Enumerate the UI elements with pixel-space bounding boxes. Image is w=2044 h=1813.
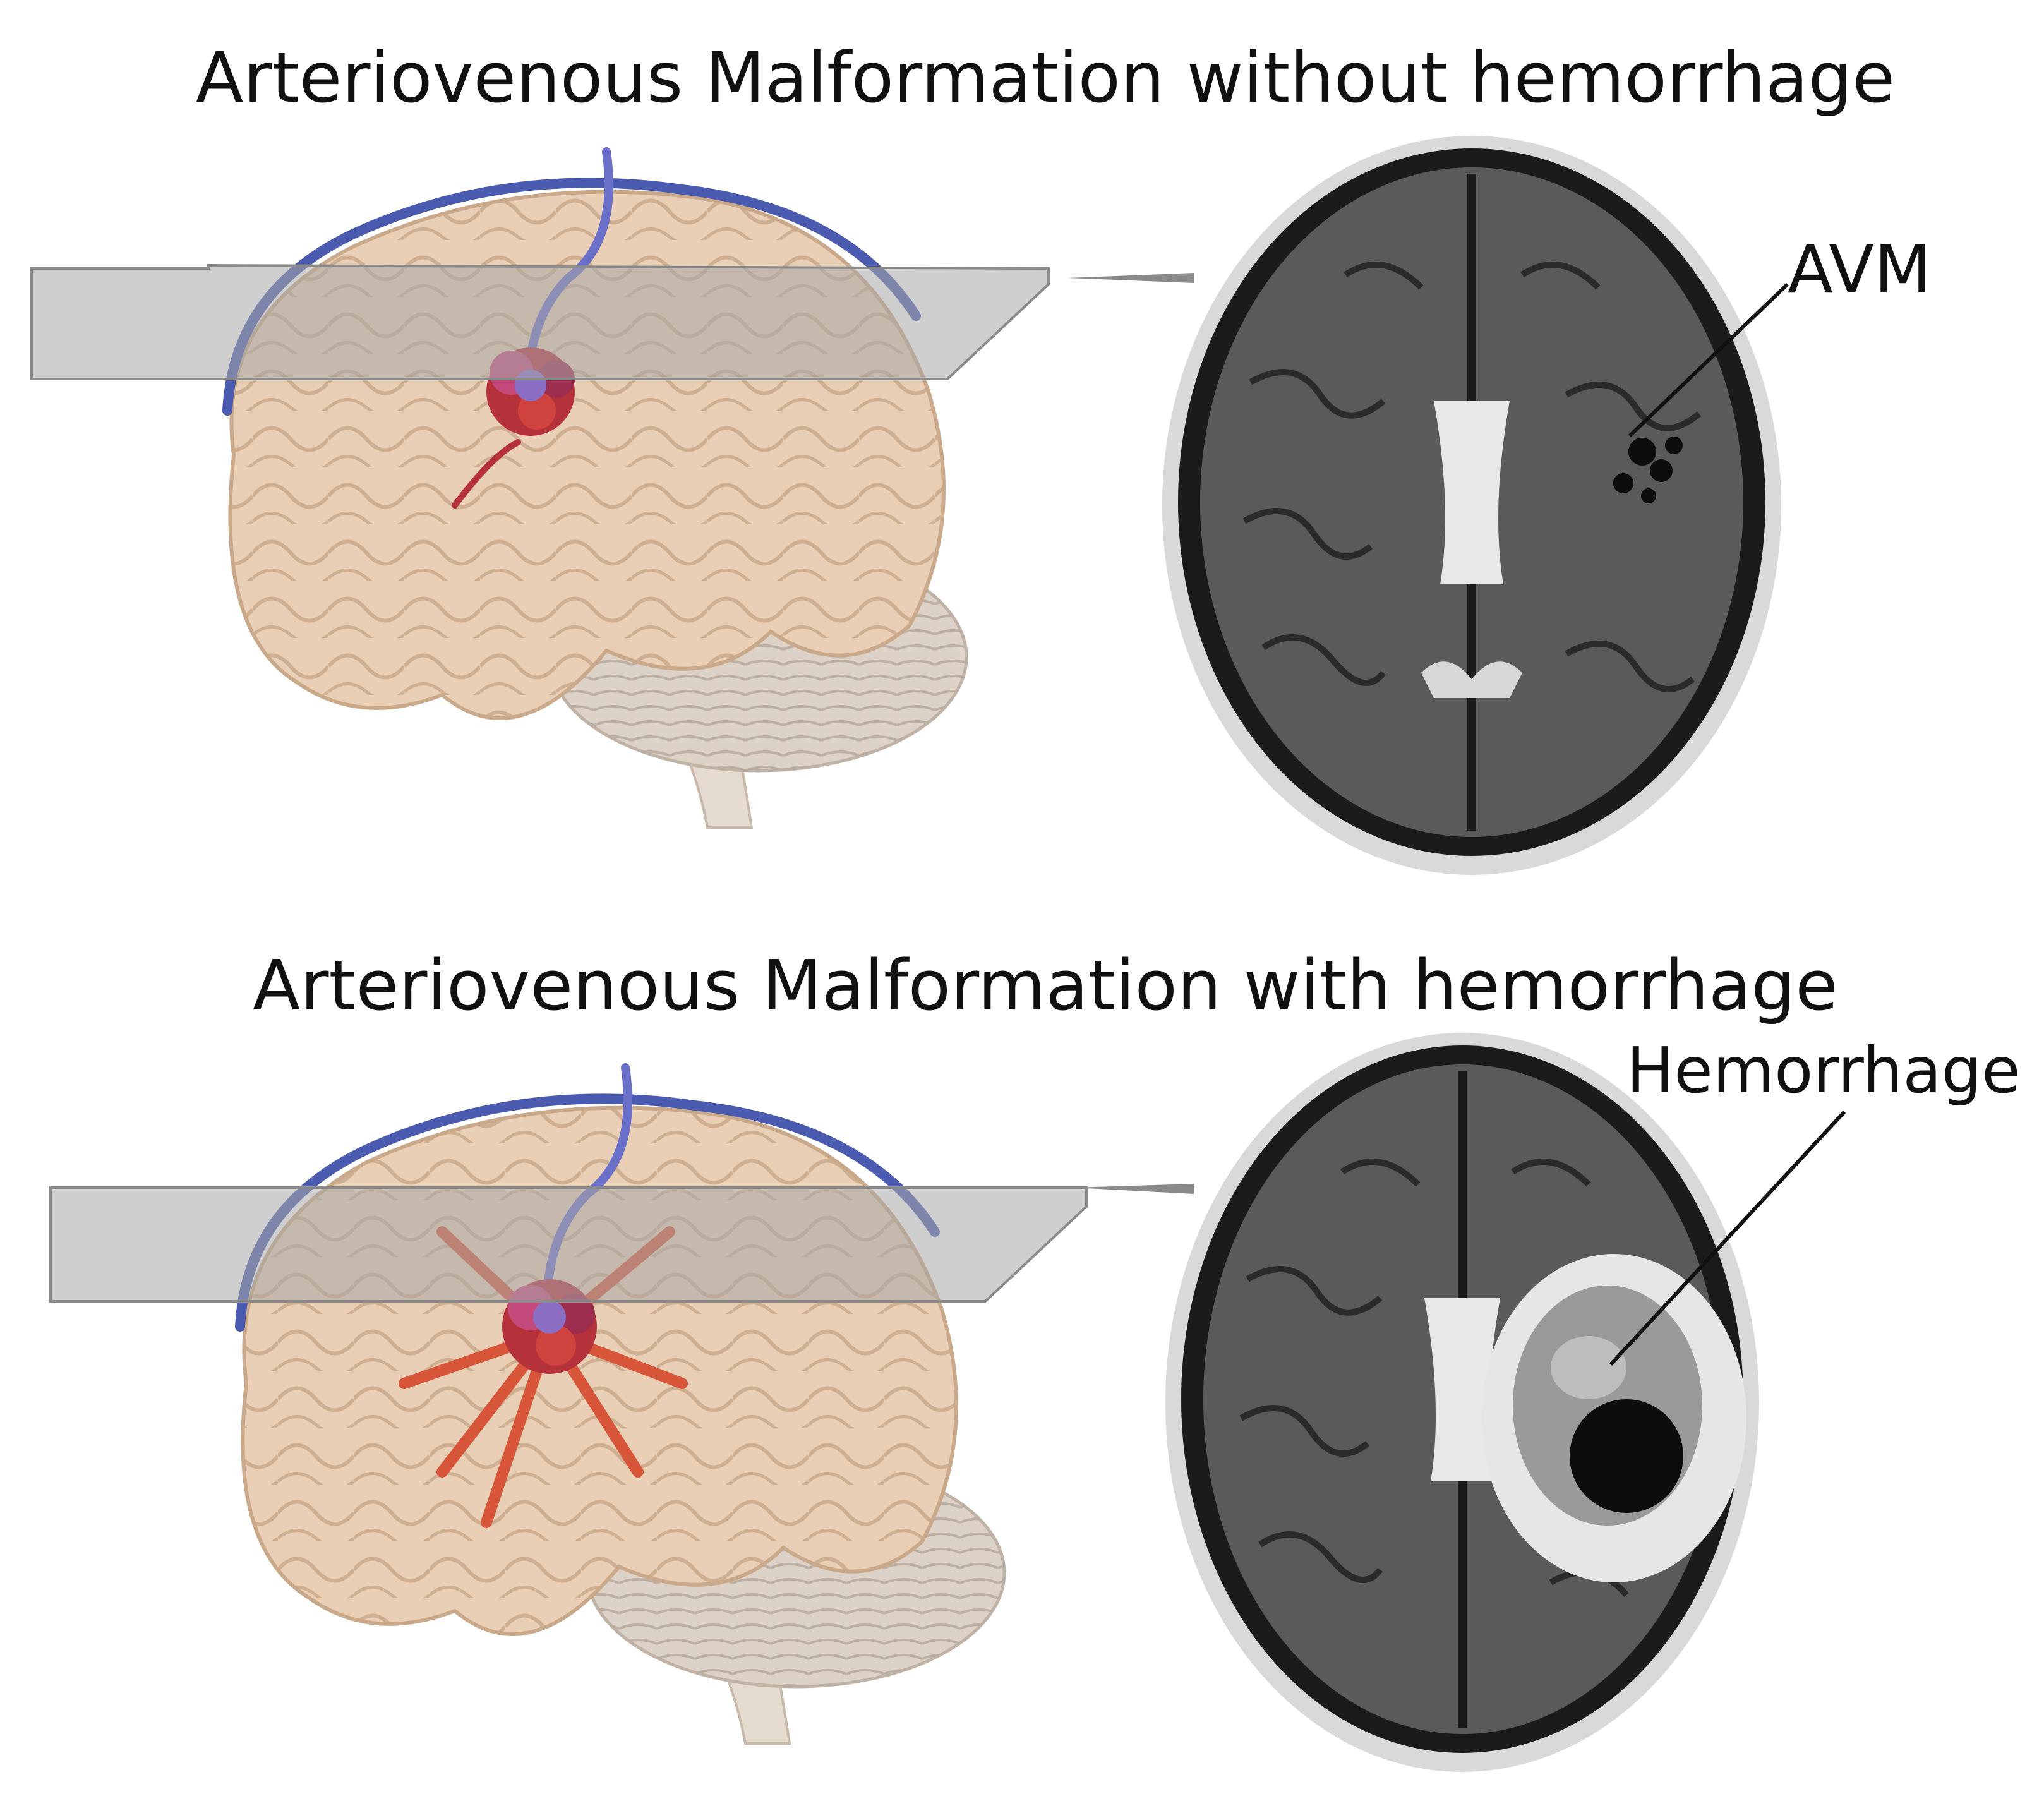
- axial-plane-1: [30, 263, 1050, 380]
- brain-illustration-1: [30, 147, 1194, 829]
- avm-flow-voids: [1613, 437, 1683, 503]
- brain-illustration-2: [49, 1063, 1194, 1745]
- mri-scan-2: [1165, 1033, 1759, 1772]
- panel-2-title: Arteriovenous Malformation with hemorrha…: [253, 945, 1838, 1026]
- feeding-artery: [452, 439, 521, 509]
- hemorrhage-callout-line: [1609, 1110, 1846, 1366]
- axial-plane-2: [49, 1186, 1088, 1303]
- panel-1-title: Arteriovenous Malformation without hemor…: [196, 37, 1896, 118]
- mri-scan-1: [1162, 136, 1781, 875]
- avm-label: AVM: [1788, 231, 1932, 308]
- avm-callout-line: [1628, 282, 1789, 438]
- hemorrhage-label: Hemorrhage: [1626, 1033, 2021, 1107]
- hemorrhage-region: [1481, 1254, 1746, 1582]
